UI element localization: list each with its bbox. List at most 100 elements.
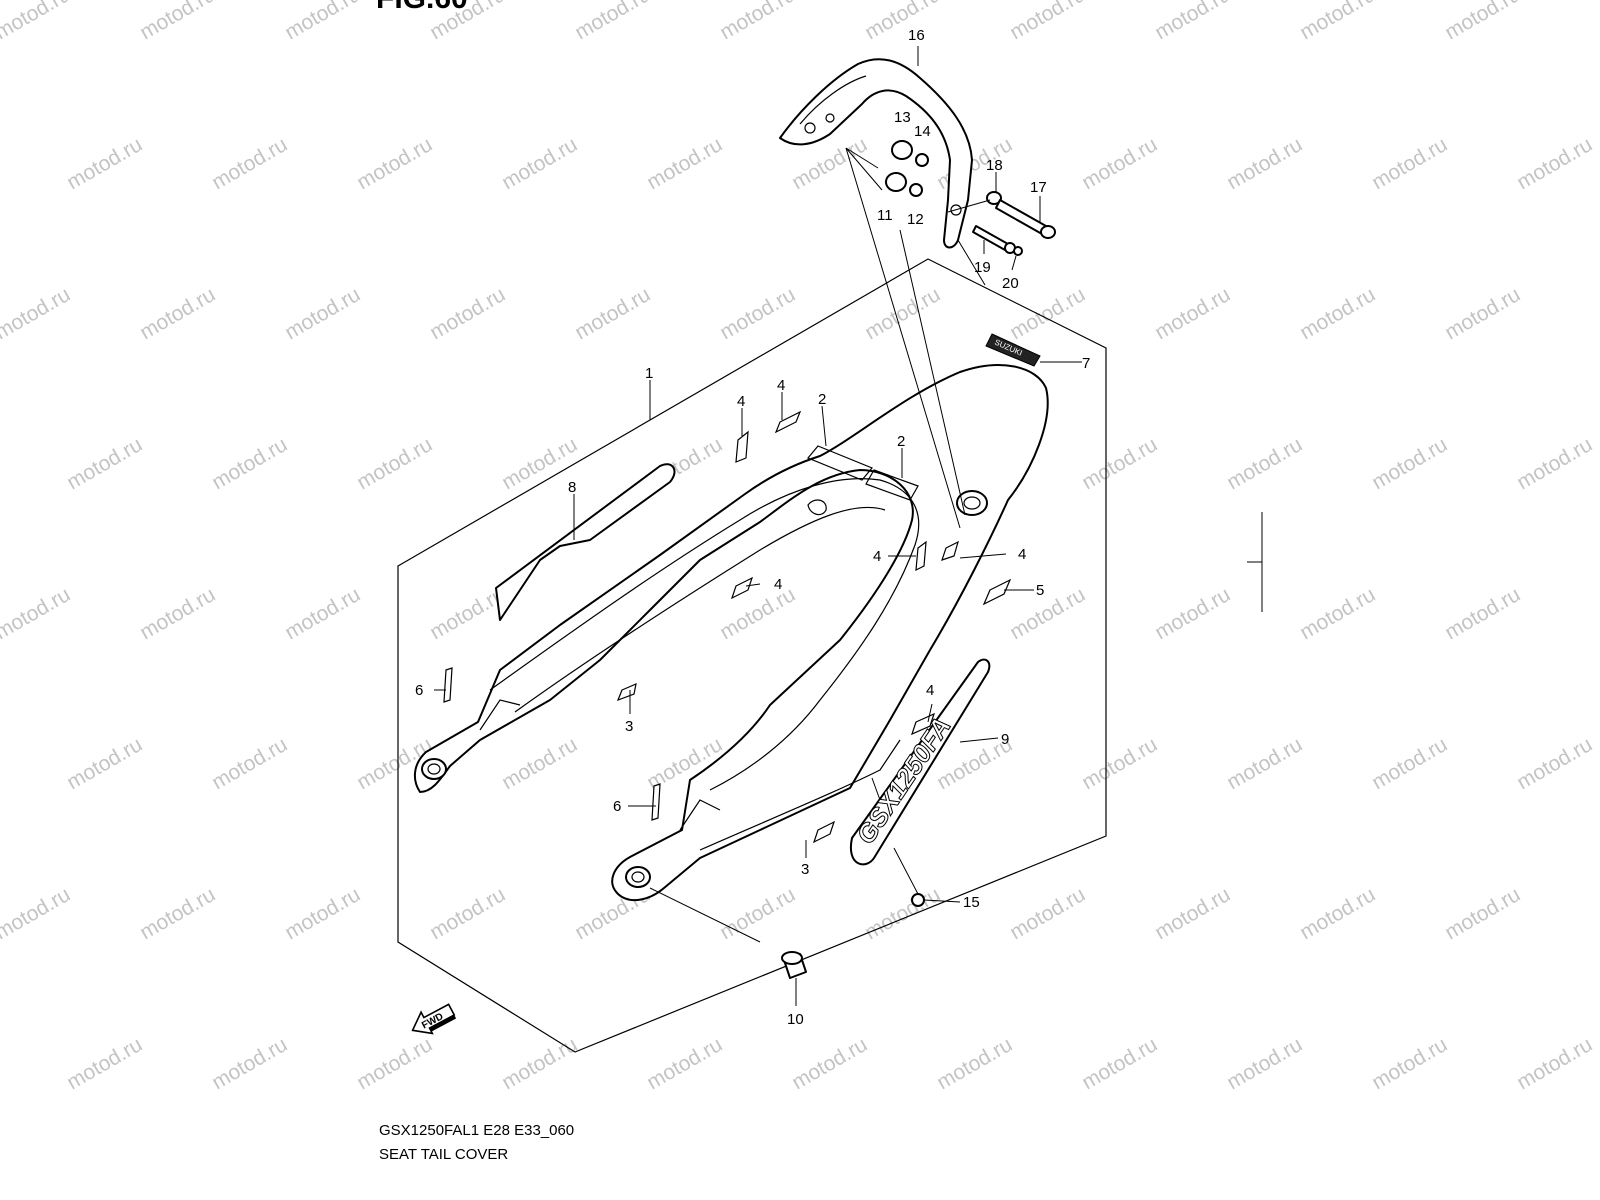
watermark-text: motod.ru — [281, 583, 364, 644]
figure-title: FIG.60 — [376, 0, 468, 15]
callout-2a: 2 — [818, 391, 826, 408]
watermark-text: motod.ru — [1078, 133, 1161, 194]
watermark-text: motod.ru — [643, 1033, 726, 1094]
watermark-text: motod.ru — [1006, 883, 1089, 944]
washer-18 — [986, 191, 1002, 205]
grab-rail — [779, 58, 973, 249]
watermark-text: motod.ru — [1223, 1033, 1306, 1094]
decal-6-group — [443, 667, 661, 821]
watermark-text: motod.ru — [716, 583, 799, 644]
watermark-text: motod.ru — [1513, 133, 1596, 194]
decal-7: SUZUKI — [985, 333, 1041, 367]
watermark-text: motod.ru — [1223, 733, 1306, 794]
callout-4f: 4 — [926, 682, 934, 699]
callout-13: 13 — [894, 109, 911, 126]
watermark-text: motod.ru — [208, 1033, 291, 1094]
watermark-text: motod.ru — [136, 583, 219, 644]
watermark-text: motod.ru — [1441, 883, 1524, 944]
watermark-text: motod.ru — [498, 1033, 581, 1094]
watermark-text: motod.ru — [1513, 1033, 1596, 1094]
callout-17: 17 — [1030, 179, 1047, 196]
watermark-text: motod.ru — [63, 433, 146, 494]
watermark-text: motod.ru — [861, 883, 944, 944]
callout-10: 10 — [787, 1011, 804, 1028]
bolt-17 — [995, 199, 1056, 239]
decal-4-group — [730, 410, 959, 736]
watermark-text: motod.ru — [716, 283, 799, 344]
callout-14: 14 — [914, 123, 931, 140]
callout-4c: 4 — [873, 548, 881, 565]
watermark-text: motod.ru — [933, 1033, 1016, 1094]
watermark-text: motod.ru — [1151, 883, 1234, 944]
watermark-text: motod.ru — [353, 133, 436, 194]
watermark-text: motod.ru — [1223, 133, 1306, 194]
sheet-edge-marker — [1247, 512, 1263, 612]
guide-lines — [649, 147, 991, 943]
decal-5 — [982, 578, 1012, 606]
watermark-text: motod.ru — [1006, 283, 1089, 344]
watermark-text: motod.ru — [281, 883, 364, 944]
watermark-text: motod.ru — [136, 883, 219, 944]
watermark-text: motod.ru — [571, 283, 654, 344]
bolt-19 — [972, 225, 1016, 254]
callout-6b: 6 — [613, 798, 621, 815]
decal-2-upper — [807, 445, 919, 501]
callout-3b: 3 — [801, 861, 809, 878]
callout-20: 20 — [1002, 275, 1019, 292]
watermark-text: motod.ru — [63, 1033, 146, 1094]
watermark-text: motod.ru — [208, 433, 291, 494]
watermark-text: motod.ru — [63, 733, 146, 794]
watermark-text: motod.ru — [0, 283, 74, 344]
watermark-text: motod.ru — [353, 433, 436, 494]
watermark-text: motod.ru — [788, 1033, 871, 1094]
nut-15 — [911, 893, 925, 907]
watermark-text: motod.ru — [281, 0, 364, 44]
watermark-text: motod.ru — [0, 883, 74, 944]
callout-3a: 3 — [625, 718, 633, 735]
watermark-text: motod.ru — [63, 133, 146, 194]
watermark-text: motod.ru — [716, 883, 799, 944]
watermark-text: motod.ru — [1296, 883, 1379, 944]
watermark-text: motod.ru — [1151, 0, 1234, 44]
watermark-text: motod.ru — [1006, 583, 1089, 644]
watermark-text: motod.ru — [1513, 733, 1596, 794]
watermark-text: motod.ru — [861, 0, 944, 44]
watermark-text: motod.ru — [643, 133, 726, 194]
watermark-text: motod.ru — [1368, 433, 1451, 494]
watermark-text: motod.ru — [1513, 433, 1596, 494]
watermark-text: motod.ru — [1368, 1033, 1451, 1094]
watermark-text: motod.ru — [1296, 0, 1379, 44]
callout-15: 15 — [963, 894, 980, 911]
watermark-text: motod.ru — [353, 1033, 436, 1094]
watermark-text: motod.ru — [1441, 0, 1524, 44]
callout-4d: 4 — [1018, 546, 1026, 563]
watermark-text: motod.ru — [1368, 733, 1451, 794]
callout-6a: 6 — [415, 682, 423, 699]
figure-code: GSX1250FAL1 E28 E33_060 — [379, 1122, 575, 1139]
callout-layer: 1 2 2 3 3 4 4 4 4 4 4 5 6 6 7 8 9 10 11 … — [415, 27, 1090, 1028]
watermark-text: motod.ru — [1006, 0, 1089, 44]
callout-4a: 4 — [737, 393, 745, 410]
watermark-text: motod.ru — [136, 283, 219, 344]
watermark-layer: motod.ru motod.ru motod.ru motod.ru motod.ru… — [0, 0, 1596, 1094]
watermark-text: motod.ru — [1441, 583, 1524, 644]
callout-18: 18 — [986, 157, 1003, 174]
callout-leaders — [434, 46, 1082, 1006]
callout-4b: 4 — [777, 377, 785, 394]
watermark-text: motod.ru — [0, 0, 74, 44]
callout-1: 1 — [645, 365, 653, 382]
watermark-text: motod.ru — [426, 883, 509, 944]
watermark-text: motod.ru — [1368, 133, 1451, 194]
callout-19: 19 — [974, 259, 991, 276]
watermark-text: motod.ru — [498, 133, 581, 194]
watermark-text: motod.ru — [0, 583, 74, 644]
watermark-text: motod.ru — [1223, 433, 1306, 494]
watermark-text: motod.ru — [1296, 283, 1379, 344]
watermark-text: motod.ru — [1151, 283, 1234, 344]
collar-14 — [915, 153, 929, 167]
cushion-13 — [891, 140, 913, 160]
watermark-text: motod.ru — [1296, 583, 1379, 644]
watermark-text: motod.ru — [716, 0, 799, 44]
watermark-text: motod.ru — [571, 0, 654, 44]
